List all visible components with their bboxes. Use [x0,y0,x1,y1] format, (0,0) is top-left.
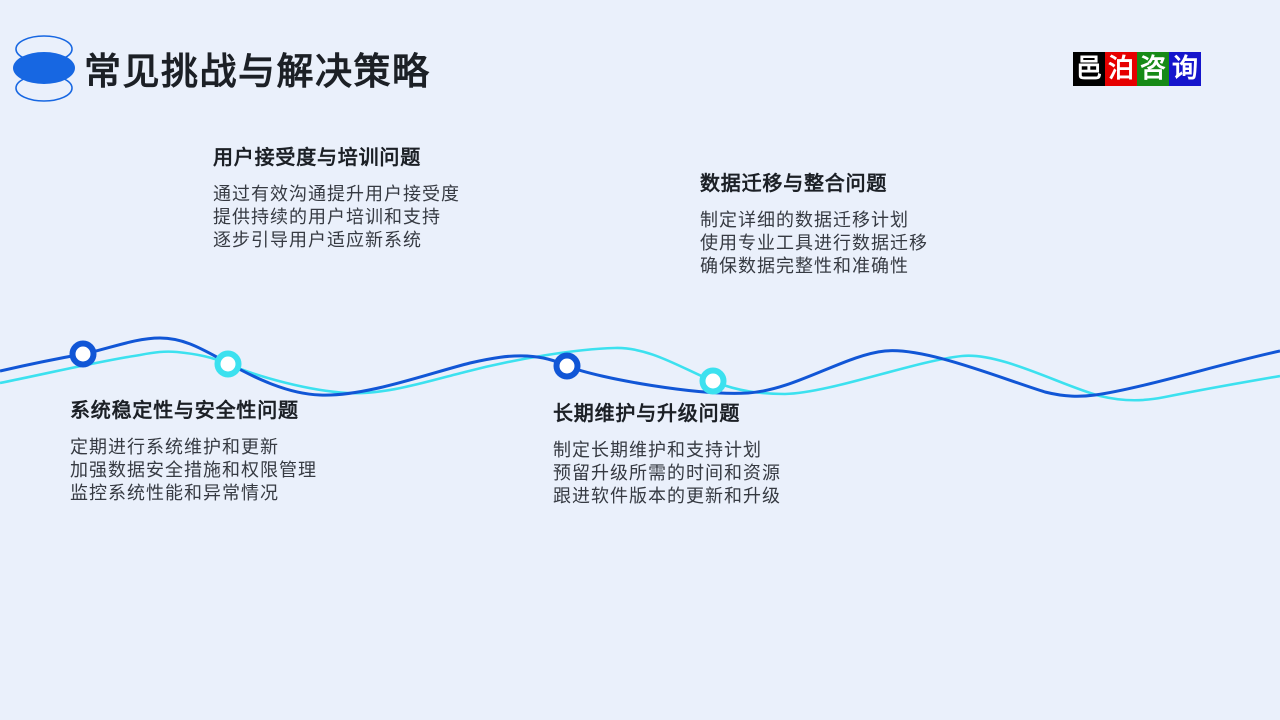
section-system-stability: 系统稳定性与安全性问题 定期进行系统维护和更新 加强数据安全措施和权限管理 监控… [70,397,317,505]
section-line: 通过有效沟通提升用户接受度 [213,184,460,204]
logo-cell: 邑 [1073,52,1105,86]
section-long-term-maintenance: 长期维护与升级问题 制定长期维护和支持计划 预留升级所需的时间和资源 跟进软件版… [553,400,781,508]
section-line: 确保数据完整性和准确性 [700,256,909,276]
section-heading: 系统稳定性与安全性问题 [70,400,299,422]
title-ellipses-icon [13,35,75,102]
logo-cell: 泊 [1105,52,1137,86]
logo-cell: 询 [1169,52,1201,86]
section-line: 跟进软件版本的更新和升级 [553,486,781,506]
page-title: 常见挑战与解决策略 [84,51,431,92]
section-line: 提供持续的用户培训和支持 [213,207,441,227]
section-line: 使用专业工具进行数据迁移 [700,233,928,253]
logo-cell: 咨 [1137,52,1169,86]
section-line: 加强数据安全措施和权限管理 [70,460,317,480]
cyan-wave-line [0,346,1280,402]
section-data-migration: 数据迁移与整合问题 制定详细的数据迁移计划 使用专业工具进行数据迁移 确保数据完… [700,170,928,278]
section-line: 监控系统性能和异常情况 [70,483,279,503]
section-line: 制定详细的数据迁移计划 [700,210,909,230]
section-heading: 用户接受度与培训问题 [213,147,421,169]
section-heading: 长期维护与升级问题 [553,403,741,425]
section-line: 逐步引导用户适应新系统 [213,230,422,250]
wave-node-1 [69,340,97,368]
section-user-acceptance: 用户接受度与培训问题 通过有效沟通提升用户接受度 提供持续的用户培训和支持 逐步… [213,144,460,252]
section-heading: 数据迁移与整合问题 [700,173,888,195]
brand-logo: 邑 泊 咨 询 [1073,52,1201,86]
section-line: 定期进行系统维护和更新 [70,437,279,457]
wave-node-2 [214,350,242,378]
wave-node-3 [553,352,581,380]
section-line: 预留升级所需的时间和资源 [553,463,781,483]
blue-wave-line [0,336,1280,398]
section-line: 制定长期维护和支持计划 [553,440,762,460]
wave-node-4 [699,367,727,395]
